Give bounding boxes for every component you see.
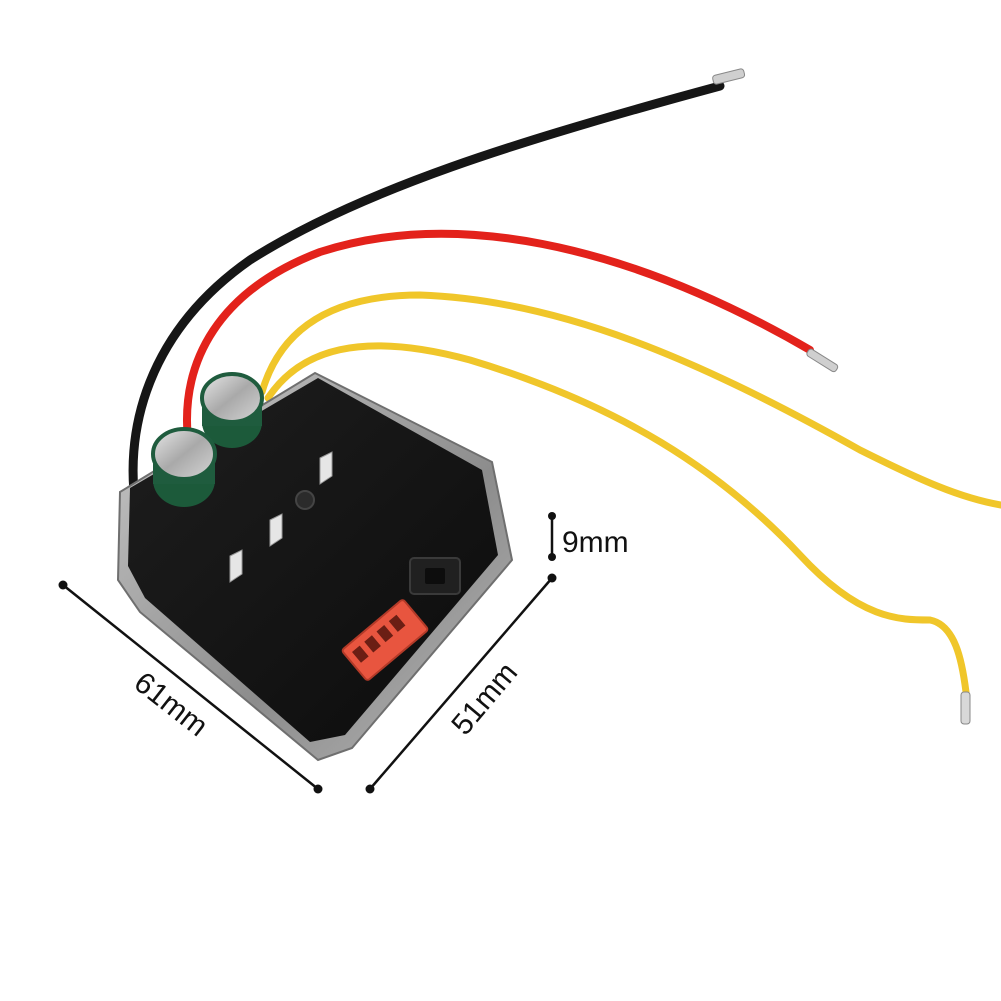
wire-bundle [128, 81, 1001, 696]
terminal-2 [269, 513, 283, 547]
capacitor-left [151, 427, 217, 507]
red-wire-tip [806, 348, 839, 373]
height-dimension: 9mm [548, 512, 629, 561]
width-dimension-line [369, 577, 553, 790]
yellow-wire-2 [264, 342, 970, 696]
red-connector [341, 599, 429, 681]
yellow-wire-1 [258, 291, 1001, 509]
black-wire [128, 81, 725, 525]
length-dimension-line [62, 584, 319, 790]
terminal-3 [229, 549, 243, 583]
red-wire [183, 229, 814, 444]
height-label: 9mm [562, 526, 629, 559]
terminal-hole [295, 490, 315, 510]
yellow-wire-tip [960, 691, 971, 725]
terminals [229, 451, 333, 583]
capacitor-right [200, 372, 264, 448]
wire-tips [712, 68, 971, 725]
push-button [409, 557, 461, 595]
terminal-1 [319, 451, 333, 485]
black-wire-tip [712, 68, 746, 85]
length-label: 61mm [128, 666, 214, 743]
pcb-board [128, 378, 498, 742]
width-label: 51mm [445, 656, 524, 741]
